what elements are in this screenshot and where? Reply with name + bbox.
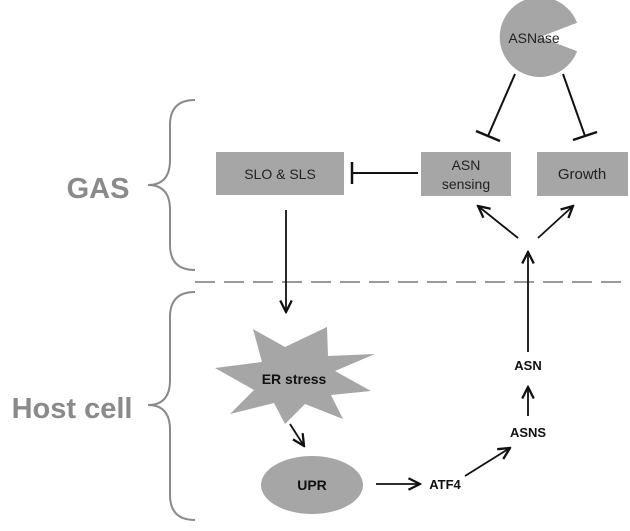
arrow-atf4-to-asns [464,448,510,477]
asn-label: ASN [514,358,541,373]
gas-brace [147,99,196,271]
asn-sensing-label-line2: sensing [442,176,490,192]
host-cell-brace [147,291,196,521]
asnase-shape [499,0,578,77]
atf4-label: ATF4 [429,477,461,492]
er-stress-shape [215,327,375,424]
gas-region-label: GAS [67,173,130,205]
growth-box [537,152,628,196]
host-cell-region-label: Host cell [12,393,133,425]
asnase-inhibits-growth [562,73,586,137]
growth-label: Growth [558,166,606,183]
upr-shape [261,456,363,514]
asnase-label: ASNase [508,30,560,46]
slo-sls-box [216,152,344,195]
inhibition-bar-growth [572,130,598,142]
inhibition-bar-asn-sensing [475,129,501,143]
er-stress-label: ER stress [262,371,327,387]
arrow-branch-to-growth [537,206,573,239]
asn-sensing-label-line1: ASN [452,157,481,173]
asn-sensing-box [421,152,511,196]
asnase-inhibits-asn-sensing [487,73,516,137]
slo-sls-label: SLO & SLS [244,166,316,182]
arrow-branch-to-asn-sensing [478,206,519,239]
asns-label: ASNS [510,425,546,440]
upr-label: UPR [297,477,327,493]
arrow-er-stress-to-upr [289,423,304,446]
